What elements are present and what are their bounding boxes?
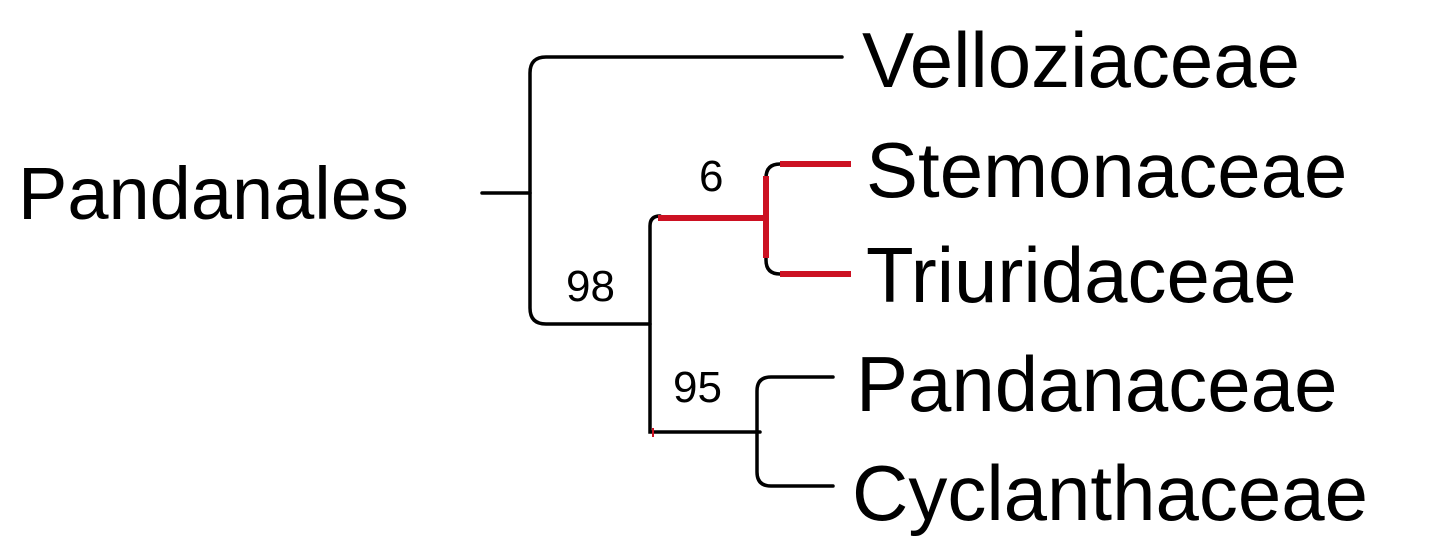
taxon-label-stemonaceae: Stemonaceae — [866, 126, 1347, 214]
branch-velloziaceae — [528, 55, 844, 326]
root-label: Pandanales — [18, 152, 409, 235]
taxon-label-cyclanthaceae: Cyclanthaceae — [852, 449, 1368, 537]
support-value-stemonaceae-triuridaceae: 6 — [699, 152, 723, 201]
taxon-label-velloziaceae: Velloziaceae — [862, 16, 1300, 104]
support-value-pandanaceae-cyclanthaceae: 95 — [673, 363, 722, 412]
branch-pandanaceae-cyclanthaceae — [755, 375, 835, 488]
taxon-label-pandanaceae: Pandanaceae — [856, 340, 1337, 428]
taxon-label-triuridaceae: Triuridaceae — [866, 231, 1297, 319]
support-value-core-clade: 98 — [566, 262, 615, 311]
